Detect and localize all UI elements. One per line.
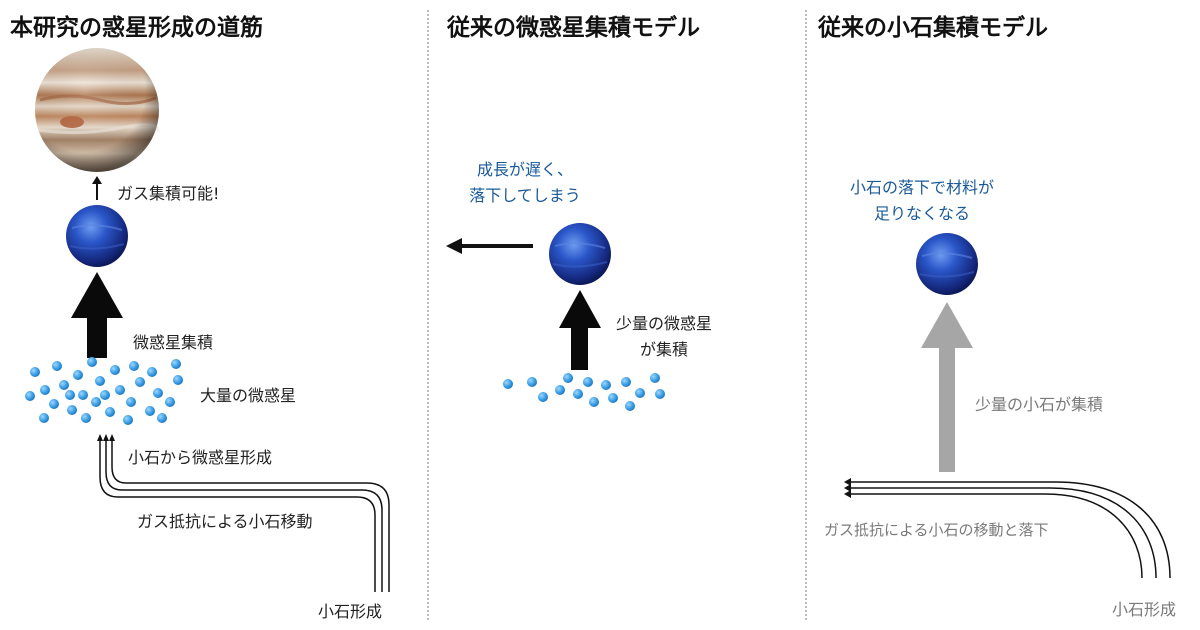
up-arrow-icon — [92, 176, 102, 200]
planetesimal-formation-label: 小石から微惑星形成 — [128, 448, 273, 467]
gas-accretion-label: ガス集積可能! — [117, 184, 220, 203]
middle-panel-title: 従来の微惑星集積モデル — [447, 15, 700, 41]
material-shortage-note: 小石の落下で材料が 足りなくなる — [832, 175, 1012, 227]
up-arrow-icon — [559, 290, 601, 370]
slow-growth-note-line1: 成長が遅く、 — [476, 160, 573, 179]
neptune-icon — [66, 205, 128, 267]
up-arrow-icon — [921, 302, 973, 472]
few-planetesimals-label: 少量の微惑星 が集積 — [603, 311, 725, 363]
neptune-icon — [549, 223, 611, 285]
planetesimal-cloud — [25, 357, 183, 425]
slow-growth-note: 成長が遅く、 落下してしまう — [450, 157, 600, 209]
left-arrow-icon — [446, 238, 533, 254]
few-pebbles-label: 少量の小石が集積 — [975, 395, 1104, 414]
neptune-icon — [916, 233, 978, 295]
pebble-drift-label: ガス抵抗による小石移動 — [137, 512, 313, 531]
many-planetesimals-label: 大量の微惑星 — [200, 386, 297, 405]
right-panel-title: 従来の小石集積モデル — [818, 15, 1048, 41]
drift-arrows-icon — [844, 478, 1171, 579]
drift-arrows-icon — [97, 434, 390, 592]
left-panel-title: 本研究の惑星形成の道筋 — [10, 15, 263, 41]
material-shortage-line2: 足りなくなる — [873, 204, 970, 223]
up-arrow-icon — [71, 272, 123, 358]
jupiter-icon — [35, 48, 160, 172]
few-planetesimals-line1: 少量の微惑星 — [615, 314, 712, 333]
material-shortage-line1: 小石の落下で材料が — [849, 178, 994, 197]
pebble-formation-label: 小石形成 — [1112, 600, 1177, 619]
few-planetesimals-line2: が集積 — [639, 340, 688, 359]
slow-growth-note-line2: 落下してしまう — [469, 186, 581, 205]
pebble-drift-fall-label: ガス抵抗による小石の移動と落下 — [824, 521, 1049, 539]
planetesimal-cloud — [503, 373, 665, 411]
accretion-label: 微惑星集積 — [133, 333, 214, 352]
pebble-formation-label: 小石形成 — [318, 602, 383, 621]
